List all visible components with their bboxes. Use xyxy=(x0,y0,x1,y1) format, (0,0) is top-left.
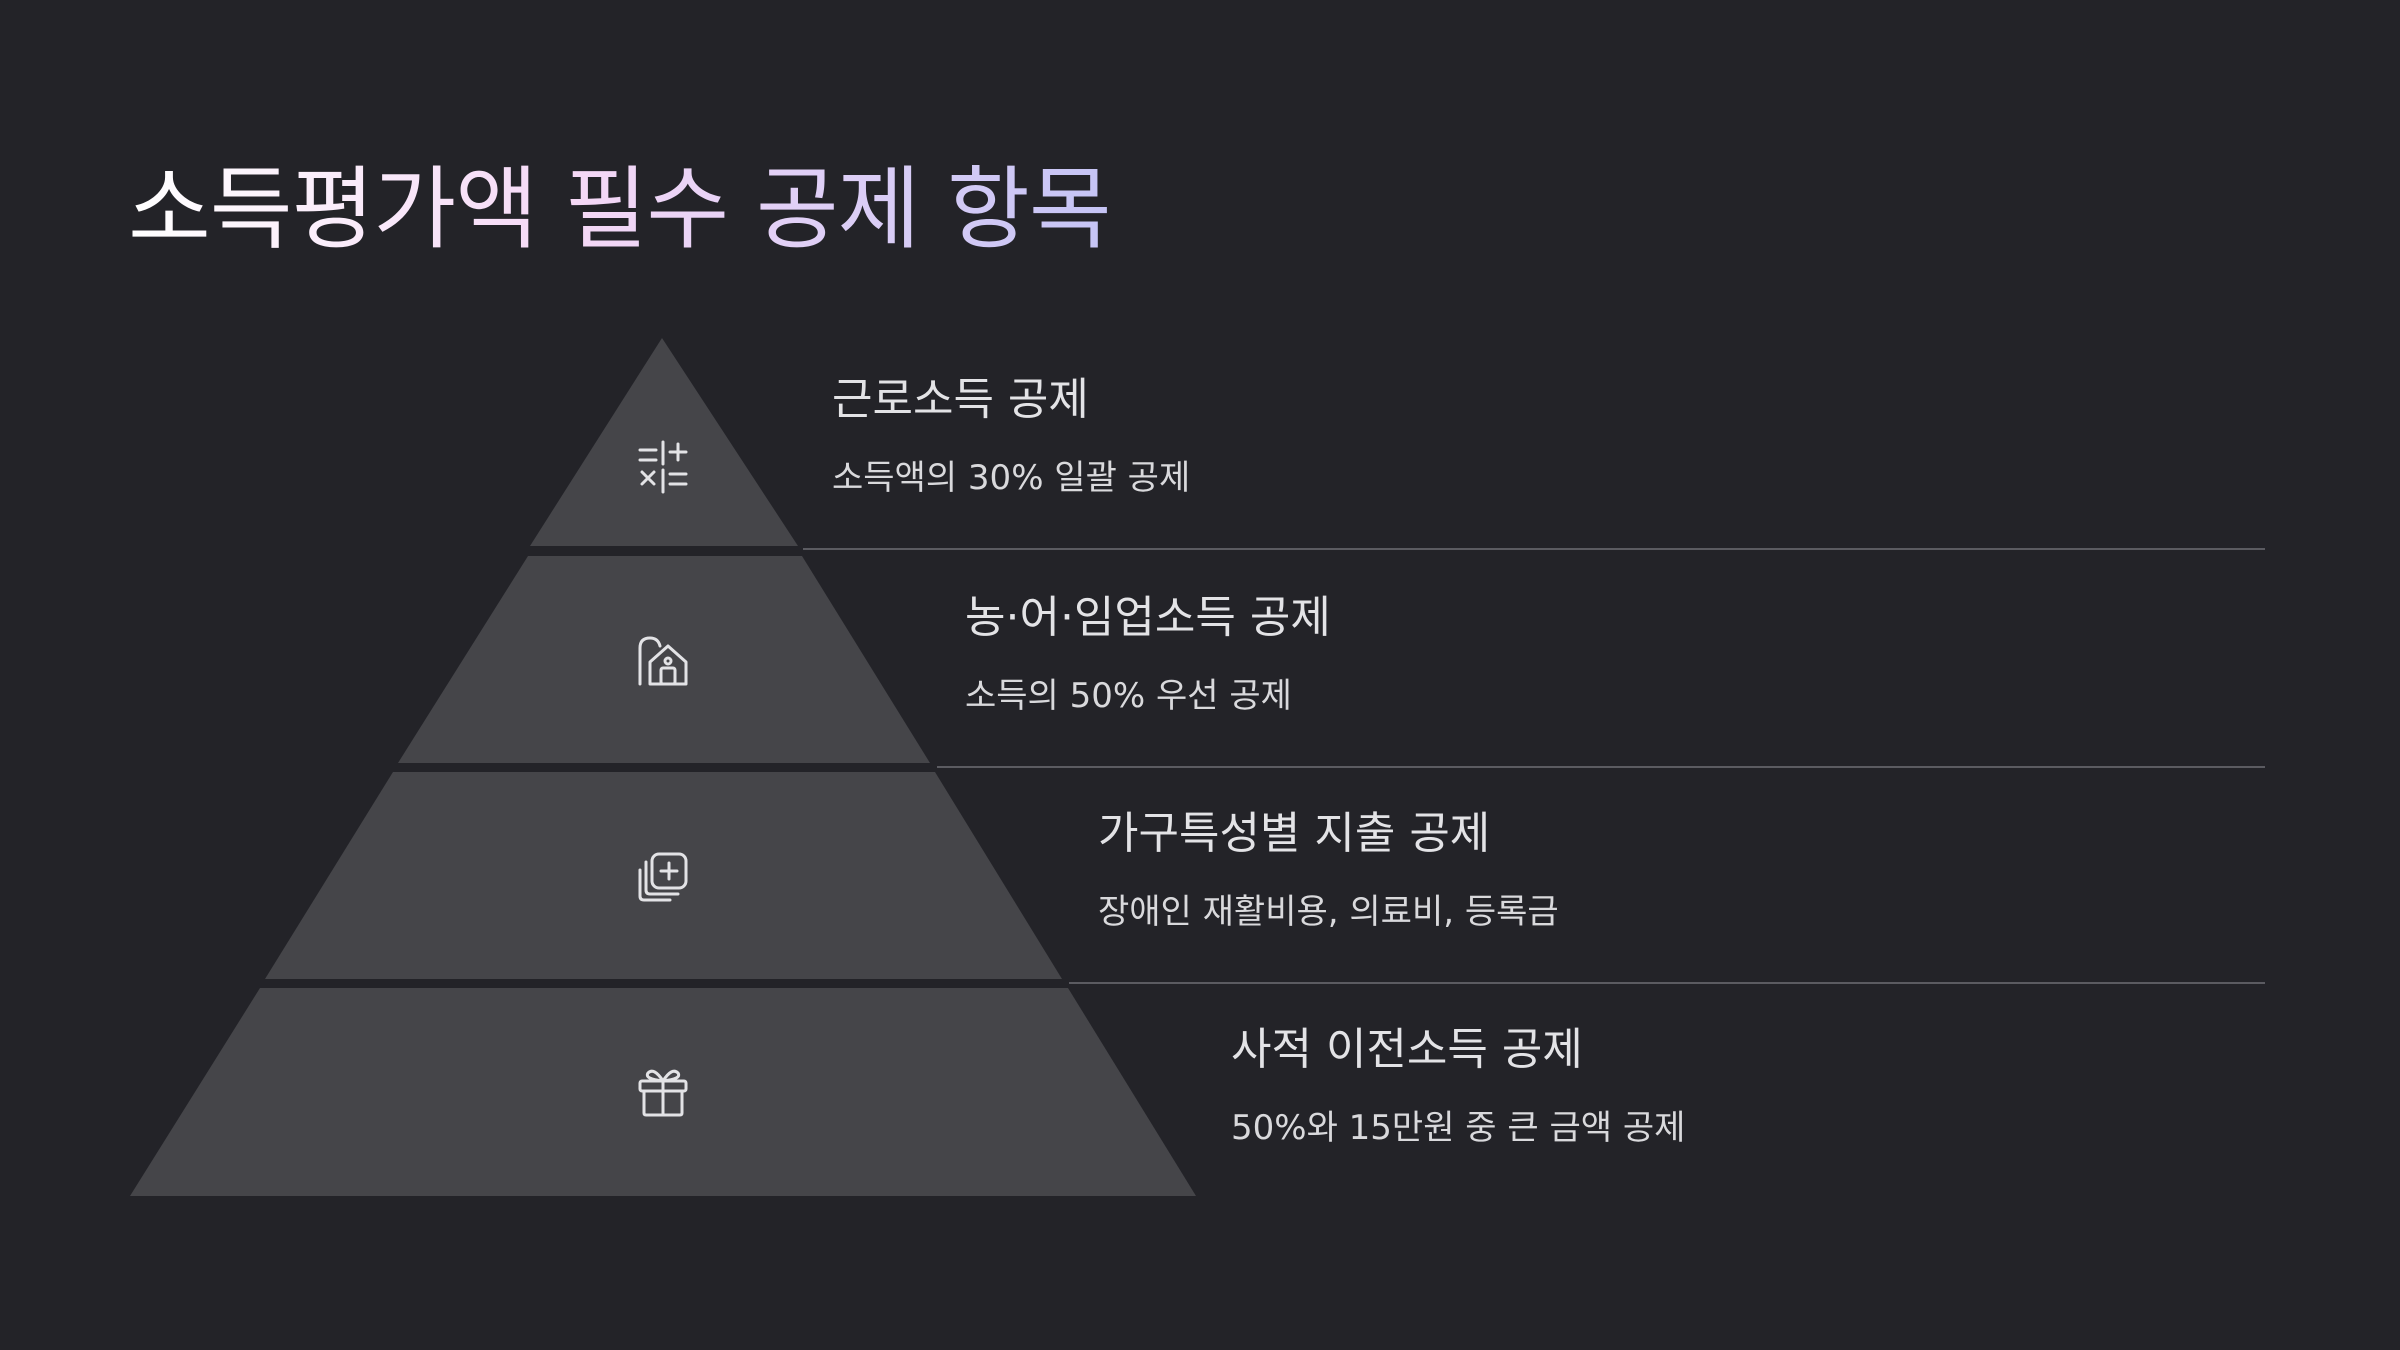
level-2-description: 소득의 50% 우선 공제 xyxy=(965,676,1292,716)
medical-plus-icon xyxy=(636,850,690,904)
gift-icon xyxy=(636,1065,690,1119)
level-3-description: 장애인 재활비용, 의료비, 등록금 xyxy=(1098,892,1559,932)
page-title: 소득평가액 필수 공제 항목 xyxy=(128,145,1112,275)
level-3-title: 가구특성별 지출 공제 xyxy=(1098,808,1491,859)
level-1-title: 근로소득 공제 xyxy=(832,374,1089,425)
level-4-description: 50%와 15만원 중 큰 금액 공제 xyxy=(1231,1108,1686,1148)
level-2-title: 농·어·임업소득 공제 xyxy=(965,592,1331,643)
level-1-description: 소득액의 30% 일괄 공제 xyxy=(832,458,1191,498)
level-4-title: 사적 이전소득 공제 xyxy=(1231,1024,1583,1075)
divider-2 xyxy=(937,766,2265,768)
divider-1 xyxy=(803,548,2265,550)
farm-house-icon xyxy=(636,634,690,688)
pyramid-tier-3 xyxy=(265,772,1062,979)
divider-3 xyxy=(1069,982,2265,984)
calculator-icon xyxy=(636,440,690,494)
